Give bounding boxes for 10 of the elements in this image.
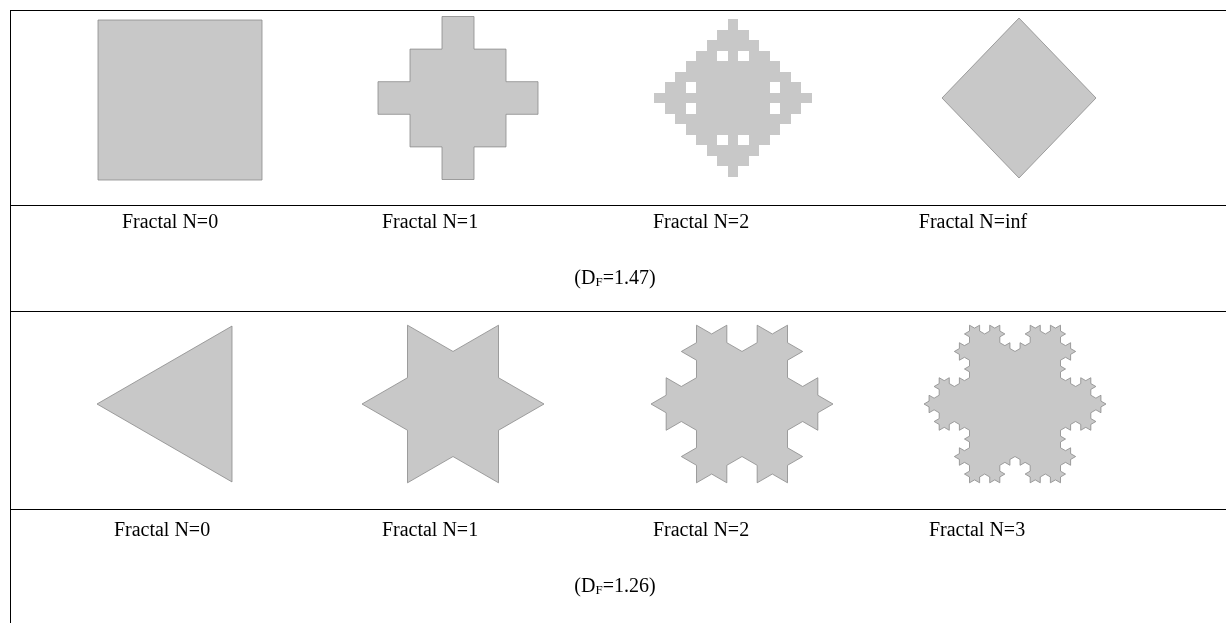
caption-text: Fractal N=inf (918, 209, 1028, 233)
caption-text: Fractal N=2 (652, 209, 750, 233)
caption-text: (D$_{F}$=1.47) (574, 265, 656, 289)
caption-text: Fractal N=0 (113, 517, 211, 541)
caption-text: (D$_{F}$=1.26) (574, 573, 656, 597)
caption-text: Fractal N=2 (652, 517, 750, 541)
caption-text: Fractal N=1 (381, 209, 479, 233)
caption-text: Fractal N=3 (928, 517, 1026, 541)
caption-text: Fractal N=0 (121, 209, 219, 233)
caption-text: Fractal N=1 (381, 517, 479, 541)
